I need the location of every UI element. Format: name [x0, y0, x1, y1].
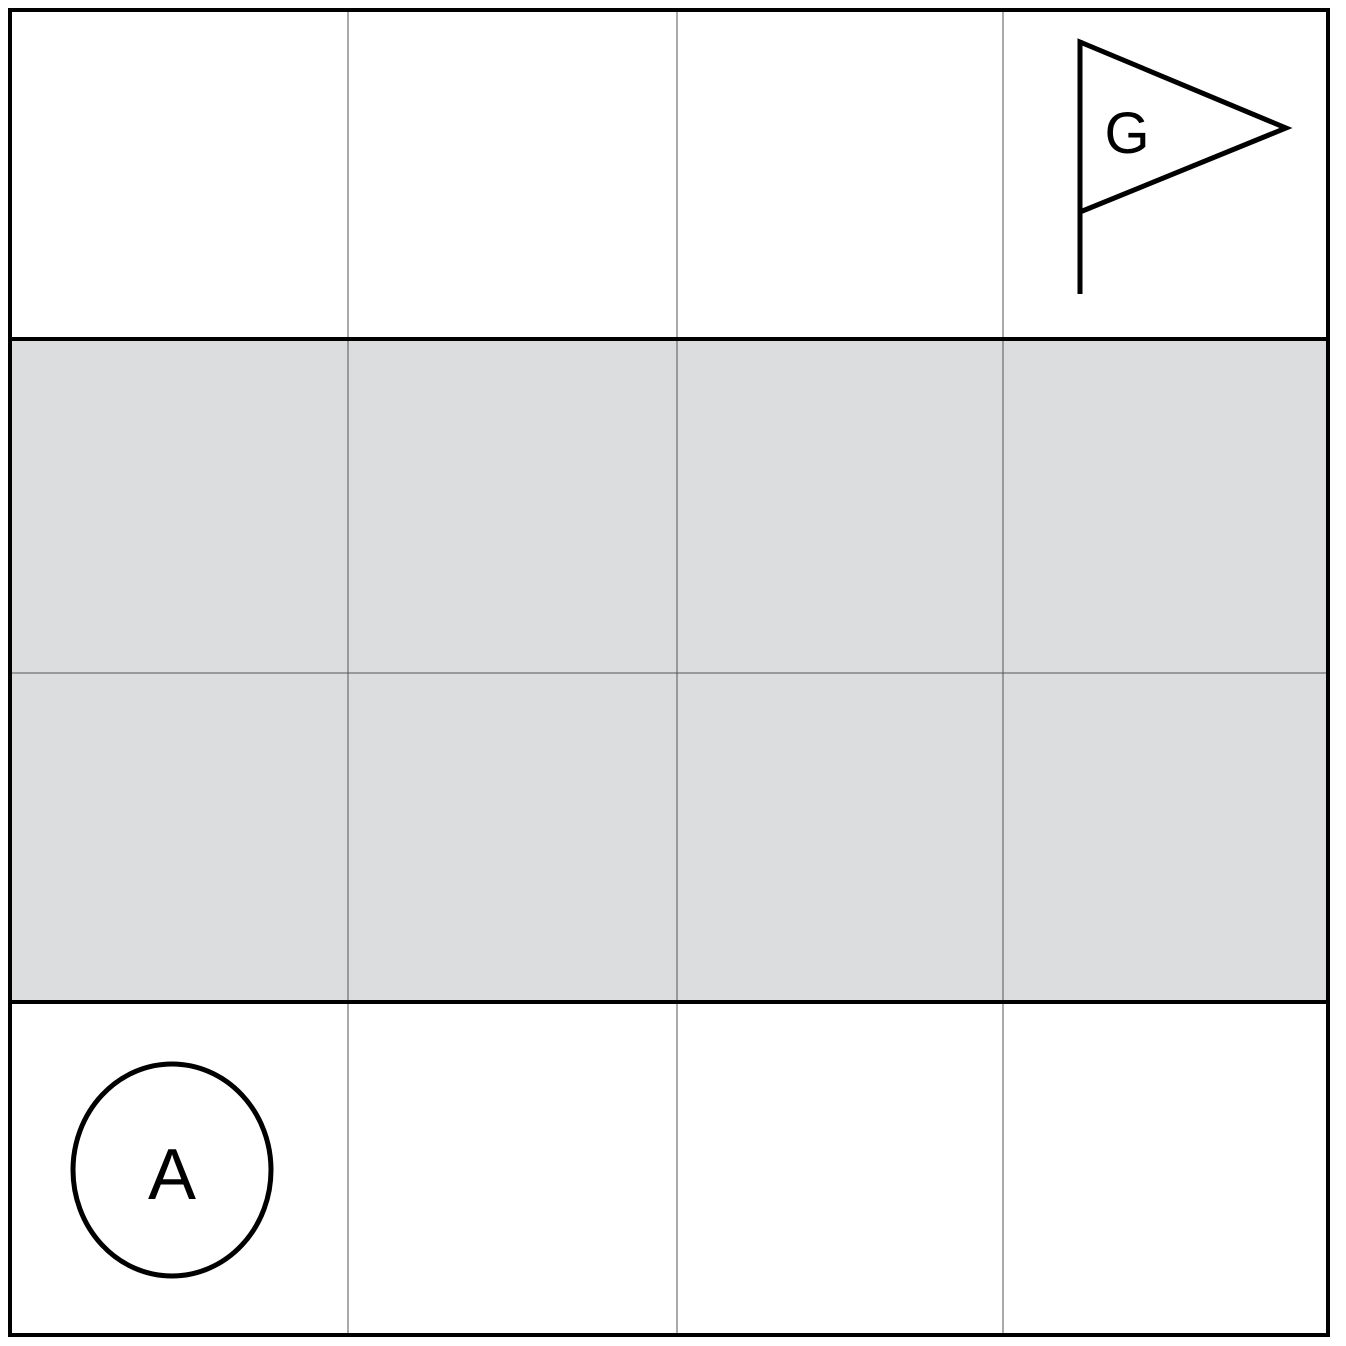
agent-marker: A	[70, 1061, 274, 1279]
grid-border	[8, 8, 1330, 1337]
agent-circle-icon	[70, 1061, 274, 1279]
thick-dividers	[10, 337, 1328, 1004]
goal-flag: G	[1077, 38, 1293, 294]
agent-label: A	[148, 1135, 196, 1215]
thin-grid-lines	[10, 10, 1328, 1335]
flag-icon	[1077, 38, 1293, 216]
goal-label: G	[1104, 101, 1149, 166]
shaded-band	[10, 339, 1328, 1002]
